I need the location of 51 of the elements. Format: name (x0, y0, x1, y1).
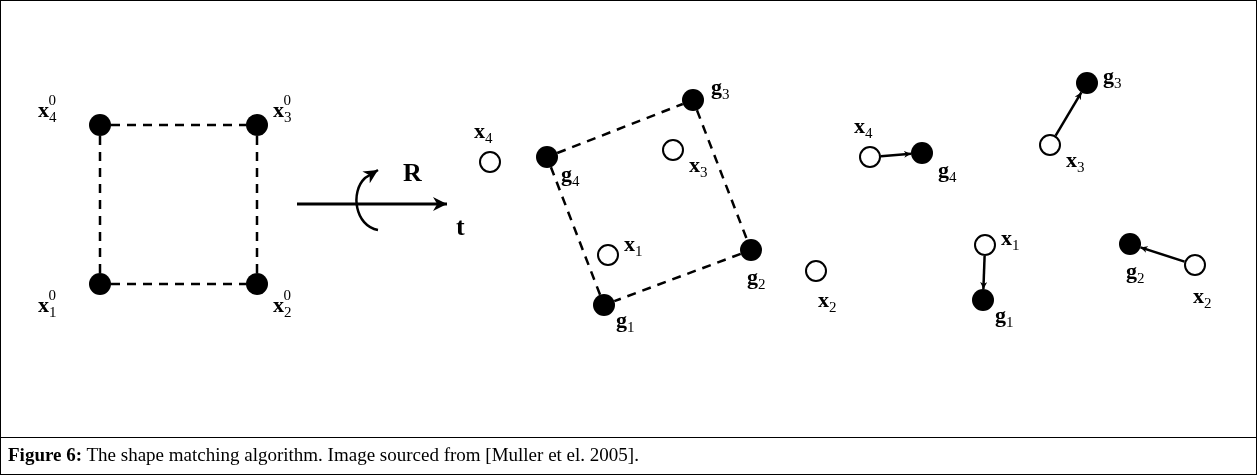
point-label: x$_{2}$ (818, 289, 837, 315)
point-label: x$_{2}$ (1193, 285, 1212, 311)
point-label: g$_{2}$ (747, 266, 766, 292)
filled-point (246, 114, 268, 136)
filled-point (89, 114, 111, 136)
dashed-line (255, 136, 259, 273)
filled-point (911, 142, 933, 164)
filled-point (89, 273, 111, 295)
dashed-line (556, 102, 684, 155)
dashed-line (695, 109, 749, 241)
open-point (859, 146, 881, 168)
point-label: g$_{3}$ (1103, 65, 1122, 91)
point-label: x$_{4}$ (474, 120, 493, 146)
point-label: g$_{4}$ (561, 163, 580, 189)
filled-point (1076, 72, 1098, 94)
point-label: x$_{1}$ (1001, 227, 1020, 253)
open-point (597, 244, 619, 266)
filled-point (740, 239, 762, 261)
point-label: g$_{4}$ (938, 159, 957, 185)
point-label: x$_{4}$ (854, 115, 873, 141)
open-point (662, 139, 684, 161)
point-label: g$_{1}$ (616, 309, 635, 335)
dashed-line (111, 282, 246, 286)
dashed-line (111, 123, 246, 127)
figure-caption: Figure 6: The shape matching algorithm. Image sourced from [Muller et el. 2005]. (8, 444, 639, 466)
arrow (1054, 91, 1083, 137)
open-point (974, 234, 996, 256)
point-label: x$_{1}$ (624, 233, 643, 259)
filled-point (536, 146, 558, 168)
point-label: x$_{3}$ (1066, 149, 1085, 175)
point-label: g$_{2}$ (1126, 260, 1145, 286)
point-label: g$_{3}$ (711, 76, 730, 102)
open-point (1039, 134, 1061, 156)
filled-point (972, 289, 994, 311)
arrow (1140, 246, 1185, 263)
filled-point (246, 273, 268, 295)
open-point (1184, 254, 1206, 276)
symbol-label: t (456, 212, 465, 242)
arrow (980, 255, 988, 290)
dashed-line (613, 252, 742, 303)
point-label: x$_{3}$ (689, 154, 708, 180)
point-label: g$_{1}$ (995, 304, 1014, 330)
filled-point (682, 89, 704, 111)
filled-point (593, 294, 615, 316)
open-point (479, 151, 501, 173)
filled-point (1119, 233, 1141, 255)
open-point (805, 260, 827, 282)
dashed-line (549, 166, 602, 296)
dashed-line (98, 136, 102, 273)
symbol-label: R (403, 158, 422, 188)
arrow (880, 150, 912, 158)
